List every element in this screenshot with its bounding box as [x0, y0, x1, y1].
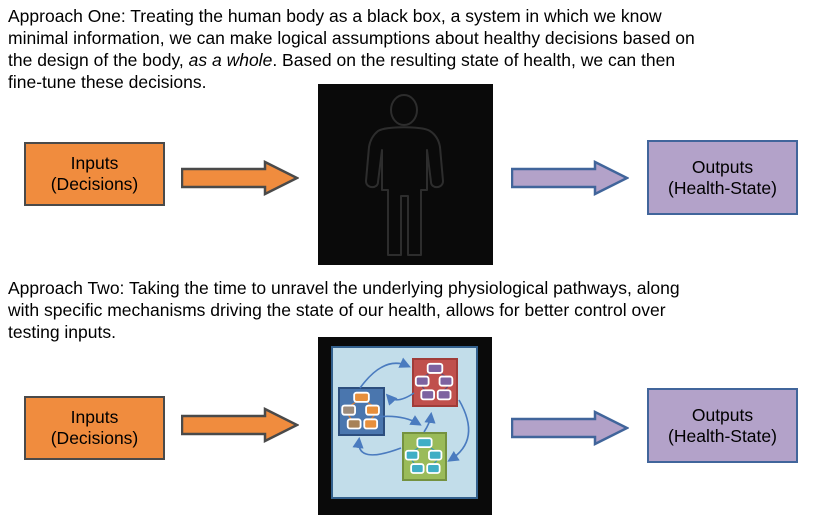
person-outline-icon — [365, 94, 444, 256]
inputs-label-line2: (Decisions) — [50, 428, 139, 448]
approach-one-line-3: the design of the body, as a whole. Base… — [8, 49, 695, 71]
outputs-label-line1: Outputs — [691, 156, 754, 177]
inputs-label-line2: (Decisions) — [50, 174, 139, 194]
approach-one-line-2: minimal information, we can make logical… — [8, 28, 695, 48]
pathway-cluster-green — [402, 432, 447, 481]
purple-right-arrow-icon — [511, 410, 629, 446]
approach-two-line-3: testing inputs. — [8, 322, 116, 342]
outputs-box-approach-one: Outputs (Health-State) — [647, 140, 798, 215]
approach-two-line-2: with specific mechanisms driving the sta… — [8, 300, 666, 320]
orange-right-arrow-icon — [181, 160, 299, 196]
outputs-label-line1: Outputs — [691, 404, 754, 425]
line3-regular: the design of the body, — [8, 50, 189, 70]
green-cluster-nodes-icon — [404, 437, 443, 474]
approach-one-line-1: Approach One: Treating the human body as… — [8, 6, 662, 26]
inputs-label-line1: Inputs — [70, 407, 119, 427]
outputs-label-line2: (Health-State) — [668, 177, 777, 198]
approach-two-line-1: Approach Two: Taking the time to unravel… — [8, 278, 680, 298]
black-box-human-body — [318, 84, 493, 265]
outputs-box-approach-two: Outputs (Health-State) — [647, 388, 798, 463]
purple-right-arrow-icon — [511, 160, 629, 196]
red-cluster-nodes-icon — [414, 362, 454, 401]
inputs-label-line1: Inputs — [70, 153, 119, 173]
line3-regular-tail: . Based on the resulting state of health… — [272, 50, 676, 70]
blue-cluster-nodes-icon — [341, 391, 380, 430]
approach-one-text: Approach One: Treating the human body as… — [8, 5, 695, 93]
pathway-cluster-red — [412, 358, 458, 407]
line3-italic: as a whole — [188, 50, 273, 70]
inputs-box-approach-one: Inputs (Decisions) — [24, 142, 165, 206]
orange-right-arrow-icon — [181, 407, 299, 443]
pathway-cluster-blue — [338, 387, 385, 436]
inputs-box-approach-two: Inputs (Decisions) — [24, 396, 165, 460]
outputs-label-line2: (Health-State) — [668, 425, 777, 446]
cycle-arrows-icon — [352, 357, 470, 462]
approach-two-text: Approach Two: Taking the time to unravel… — [8, 277, 680, 343]
pathway-network-frame — [318, 337, 492, 515]
approach-one-line-4: fine-tune these decisions. — [8, 72, 207, 92]
